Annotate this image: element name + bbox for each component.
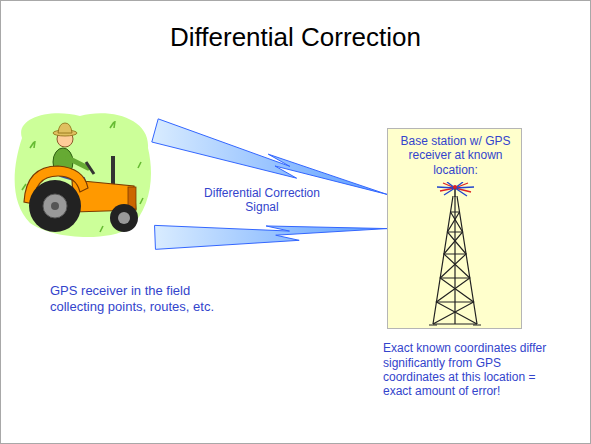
tower-illustration	[387, 182, 522, 327]
blue-sparks	[437, 182, 474, 196]
signal-label: Differential Correction Signal	[197, 186, 327, 215]
tower-braces-b	[433, 212, 474, 324]
receiver-caption: GPS receiver in the field collecting poi…	[50, 283, 240, 314]
rear-wheel	[29, 180, 81, 232]
field-receiver-node: GPS receiver in the field collecting poi…	[10, 108, 155, 240]
tractor-illustration	[10, 108, 155, 240]
text-holder: GPS receiver in the field collecting poi…	[50, 283, 240, 314]
text-holder: Exact known coordinates differ significa…	[383, 341, 563, 399]
tower-lattice	[429, 196, 481, 325]
tower-legs	[433, 196, 477, 324]
signal-bolt	[152, 119, 387, 195]
title-row: Differential Correction	[0, 22, 591, 53]
front-hub	[118, 212, 130, 224]
tower-rungs	[433, 212, 477, 324]
steering-wheel	[86, 162, 94, 174]
antenna-tip	[453, 185, 457, 189]
rear-hub	[43, 194, 67, 218]
front-wheel	[110, 204, 138, 232]
rear-axle	[51, 202, 59, 210]
base-station-box: Base station w/ GPS receiver at known lo…	[387, 128, 522, 329]
tower-braces-a	[436, 212, 477, 324]
tower-feet	[429, 325, 481, 326]
exhaust-pipe	[111, 156, 115, 186]
antenna-sparks	[437, 182, 474, 196]
hat-crown	[58, 123, 72, 133]
text-holder: Base station w/ GPS receiver at known lo…	[395, 134, 516, 177]
grass-strokes	[22, 121, 143, 232]
slide-title: Differential Correction	[170, 22, 421, 53]
signal-bolt	[155, 225, 387, 249]
station-heading: Base station w/ GPS receiver at known lo…	[395, 134, 516, 177]
error-note: Exact known coordinates differ significa…	[383, 341, 563, 399]
grass-blob	[15, 113, 151, 237]
label-holder: Differential Correction Signal	[197, 186, 327, 215]
